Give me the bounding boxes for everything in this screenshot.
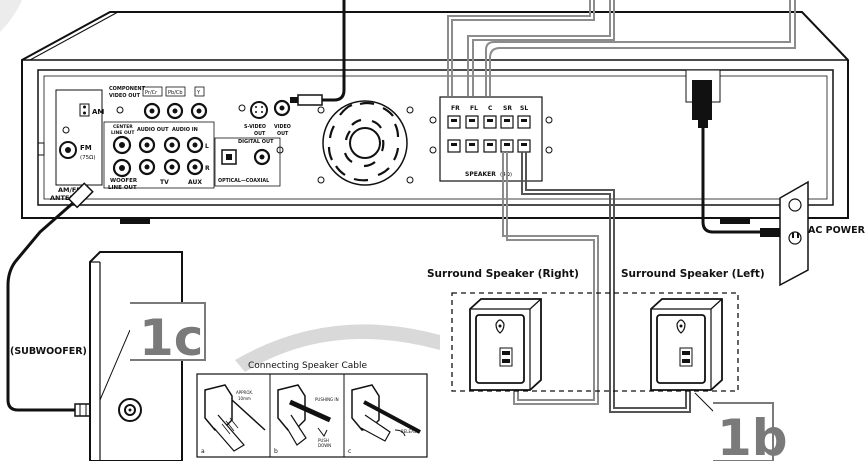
step-1b-label: 1b xyxy=(717,409,788,461)
audio-in-label: AUDIO IN xyxy=(172,127,198,133)
surround-speaker-right xyxy=(469,298,542,391)
wall-outlet xyxy=(779,180,809,287)
power-cable xyxy=(701,128,780,237)
fm-label: FM xyxy=(80,144,92,152)
l-label: L xyxy=(205,143,209,150)
digital-out-section: DIGITAL OUT OPTICAL—COAXIAL xyxy=(214,137,284,187)
am-label: AM xyxy=(92,108,104,116)
center-label-1: CENTER xyxy=(113,124,133,130)
cable-step-c: RELEASE c xyxy=(348,384,421,455)
r-label: R xyxy=(205,165,210,172)
surround-left-cable xyxy=(521,152,691,413)
antenna-label-2: ANTENNA xyxy=(50,194,85,202)
speaker-label: SPEAKER xyxy=(465,171,496,178)
subwoofer-label: (SUBWOOFER) xyxy=(10,346,87,357)
woofer-label-1: WOOFER xyxy=(110,178,138,184)
speaker-terminal-block: FR FL C SR SL SPEAKER (4Ω) xyxy=(429,96,553,182)
aux-label: AUX xyxy=(188,179,202,186)
fr-label: FR xyxy=(451,105,460,112)
release-label: RELEASE xyxy=(401,429,419,434)
digital-out-label: DIGITAL OUT xyxy=(238,139,274,145)
component-label-1: COMPONENT xyxy=(109,86,146,92)
optical-coaxial-label: OPTICAL—COAXIAL xyxy=(218,178,269,184)
background-arc xyxy=(235,324,440,372)
tv-label: TV xyxy=(160,179,169,186)
pushing-in-label: PUSHING IN xyxy=(315,397,339,402)
cable-step-b: PUSHING IN PUSH DOWN b xyxy=(274,384,339,455)
step-c-label: c xyxy=(348,448,351,455)
cable-steps-panel: APPROX. 10mm a PUSHING IN PUSH DOWN b RE… xyxy=(196,373,428,458)
fan-grille xyxy=(317,100,414,186)
component-video-section: COMPONENT VIDEO OUT Pr/Cr Pb/Cb Y xyxy=(109,86,208,120)
corner-decoration xyxy=(0,0,22,32)
sr-label: SR xyxy=(503,105,512,112)
pr-cr-label: Pr/Cr xyxy=(145,90,158,96)
video-out-label-2: OUT xyxy=(277,131,289,137)
sl-label: SL xyxy=(520,105,528,112)
cable-step-a: APPROX. 10mm a xyxy=(201,384,266,455)
pb-cb-label: Pb/Cb xyxy=(168,90,183,96)
s-video-label-1: S-VIDEO xyxy=(244,124,266,130)
connecting-cable-title: Connecting Speaker Cable xyxy=(248,361,367,371)
fm-ohm-label: (75Ω) xyxy=(80,155,96,161)
center-label-2: LINE OUT xyxy=(111,130,135,136)
surround-right-cable xyxy=(502,152,599,405)
power-cord-plug xyxy=(685,69,721,128)
surround-left-label: Surround Speaker (Left) xyxy=(621,268,765,280)
surround-right-label: Surround Speaker (Right) xyxy=(427,268,579,280)
step-1c-label: 1c xyxy=(139,309,203,367)
speakers-dashed-frame xyxy=(451,292,739,392)
component-label-2: VIDEO OUT xyxy=(109,93,141,99)
antenna-label-1: AM/FM xyxy=(58,186,83,194)
video-out-label-1: VIDEO xyxy=(274,124,291,130)
fl-label: FL xyxy=(470,105,478,112)
antenna-section: AM FM (75Ω) AM/FM ANTENNA xyxy=(37,89,104,202)
audio-out-label: AUDIO OUT xyxy=(137,127,169,133)
c-label: C xyxy=(488,105,493,112)
front-speaker-cables xyxy=(447,0,796,96)
woofer-label-2: LINE OUT xyxy=(108,185,137,191)
surround-speaker-left xyxy=(650,298,723,391)
step-1b-badge: 1b xyxy=(694,392,788,461)
step-1c-badge: 1c xyxy=(130,302,206,367)
audio-section: CENTER LINE OUT AUDIO OUT AUDIO IN L R W… xyxy=(103,121,215,191)
video-out-section: S-VIDEO OUT VIDEO OUT xyxy=(238,99,291,137)
approx-label: APPROX. xyxy=(236,390,253,395)
push-down-label-2: DOWN xyxy=(318,443,331,448)
approx-length-label: 10mm xyxy=(238,396,251,401)
y-label: Y xyxy=(196,90,201,96)
video-cable xyxy=(290,0,346,106)
ac-power-label: AC POWER xyxy=(808,225,866,236)
step-b-label: b xyxy=(274,448,278,455)
push-down-label: PUSH xyxy=(318,438,329,443)
s-video-label-2: OUT xyxy=(254,131,266,137)
step-a-label: a xyxy=(201,448,205,455)
